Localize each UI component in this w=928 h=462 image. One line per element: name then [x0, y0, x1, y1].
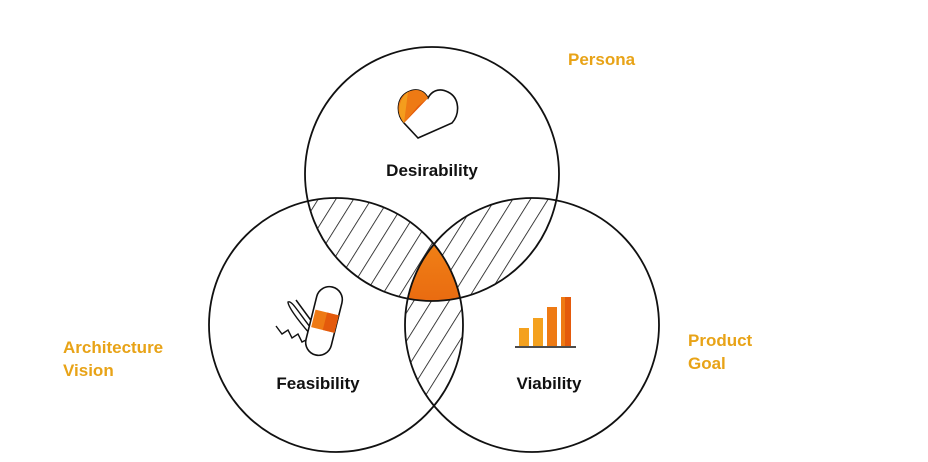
feasibility-label: Feasibility [276, 374, 360, 393]
bar-chart-icon [515, 297, 576, 348]
persona-label: Persona [568, 48, 635, 71]
circle-feasibility [208, 197, 464, 453]
product-goal-line2: Goal [688, 354, 726, 373]
swiss-army-knife-icon [275, 285, 344, 357]
product-goal-line1: Product [688, 331, 753, 350]
architecture-vision-label: Architecture Vision [63, 336, 163, 382]
desirability-label: Desirability [386, 161, 478, 180]
circle-viability [404, 197, 660, 453]
architecture-line1: Architecture [63, 338, 164, 357]
product-goal-label: Product Goal [688, 329, 752, 375]
viability-label: Viability [517, 374, 582, 393]
architecture-line2: Vision [63, 361, 114, 380]
heart-icon [397, 89, 459, 139]
circle-desirability [304, 46, 560, 302]
persona-text: Persona [568, 50, 636, 69]
overlap-top-right [405, 198, 559, 301]
